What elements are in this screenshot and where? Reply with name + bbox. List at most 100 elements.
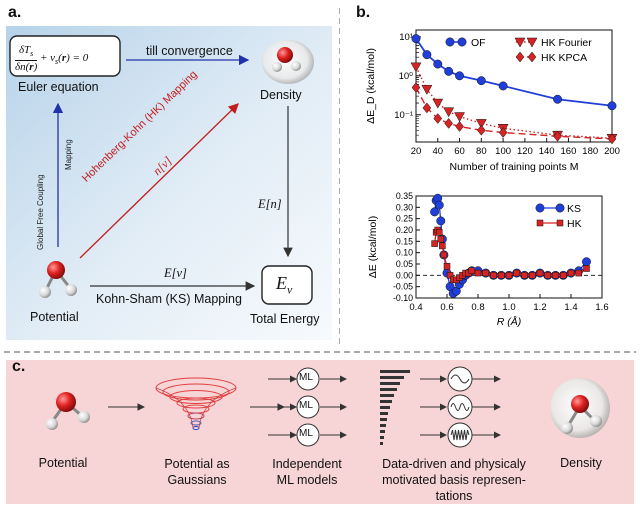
legend-marker [445, 37, 455, 47]
ml-label-1: ML [299, 372, 313, 383]
x-tick-label: 80 [476, 146, 487, 157]
plot-frame [415, 195, 603, 299]
data-point [437, 235, 445, 243]
data-point [431, 240, 438, 247]
legend-marker [515, 51, 525, 63]
data-point [560, 272, 567, 279]
euler-formula: δTs δn(r) + vs(r) = 0 [15, 44, 89, 74]
data-point [567, 269, 575, 277]
panel-a-background [6, 8, 340, 346]
data-point [433, 113, 443, 124]
ml-label-2: ML [299, 400, 313, 411]
euler-equation-label: Euler equation [18, 80, 99, 94]
data-point [440, 251, 448, 259]
y-tick-label: 10⁻¹ [394, 110, 413, 121]
legend-label: OF [471, 37, 486, 49]
data-point [455, 121, 464, 132]
data-point [582, 257, 591, 267]
data-point [444, 118, 453, 129]
x-tick-label: 1.6 [595, 302, 608, 313]
y-tick-label: 0.30 [396, 202, 413, 212]
data-point [607, 133, 617, 145]
data-point [433, 59, 443, 69]
data-point [439, 242, 446, 250]
x-tick-label: 40 [432, 146, 443, 157]
basis-bars-icon [380, 370, 410, 445]
data-point [544, 272, 551, 279]
data-point [575, 269, 582, 277]
panel-a-letter: a. [8, 4, 22, 21]
x-tick-label: 140 [539, 146, 555, 157]
y-tick-label: 0.05 [396, 259, 413, 269]
x-tick-label: 0.8 [471, 302, 484, 313]
data-point [410, 62, 422, 73]
data-point [475, 119, 487, 129]
x-tick-label: 1.0 [502, 302, 515, 313]
data-point [553, 130, 562, 142]
x-tick-label: 180 [582, 146, 598, 157]
data-point [490, 272, 497, 279]
x-tick-label: 1.2 [533, 302, 546, 313]
y-tick-label: -0.05 [393, 282, 413, 292]
data-point [430, 207, 440, 217]
x-tick-label: 160 [561, 146, 577, 157]
data-point [454, 112, 465, 123]
y-axis-label: ΔE_D (kcal/mol) [365, 48, 377, 124]
ml-label-3: ML [299, 428, 313, 439]
y-tick-label: 0.35 [396, 191, 413, 201]
x-tick-label: 60 [454, 146, 465, 157]
till-convergence-label: till convergence [146, 44, 233, 58]
data-point [422, 102, 432, 114]
vertical-text-1: Global Free Coupling [36, 174, 45, 250]
potential-molecule-icon [39, 261, 77, 298]
x-tick-label: 120 [517, 146, 533, 157]
x-axis-label: R (Å) [497, 315, 522, 328]
data-point [482, 269, 489, 277]
data-point [607, 101, 617, 111]
legend-label: KS [567, 203, 581, 215]
x-tick-label: 100 [495, 146, 511, 157]
data-point [443, 107, 455, 118]
data-point [422, 50, 432, 60]
y-axis-label: ΔE (kcal/mol) [367, 216, 379, 278]
y-tick-label: 0.25 [396, 214, 413, 224]
y-tick-label: 10⁰ [399, 71, 414, 82]
ml-models-icon [268, 367, 347, 447]
x-tick-label: 0.6 [440, 302, 453, 313]
x-tick-label: 1.4 [564, 302, 577, 313]
legend-label: HK Fourier [541, 37, 592, 49]
data-point [477, 124, 486, 136]
y-tick-label: 10¹ [399, 32, 413, 43]
data-point [536, 269, 544, 277]
data-point [521, 272, 528, 279]
data-point [513, 269, 520, 277]
x-axis-label: Number of training points M [450, 161, 579, 173]
c-step-potential: Potential [38, 456, 88, 470]
data-point [476, 76, 486, 86]
y-tick-label: 0.10 [396, 248, 413, 258]
data-point [498, 81, 508, 91]
y-tick-label: 0.20 [396, 225, 413, 235]
data-point [583, 265, 590, 272]
data-point [444, 66, 454, 76]
data-point [411, 82, 421, 93]
y-tick-label: 0.00 [396, 270, 413, 280]
legend-label: HK KPCA [541, 52, 587, 64]
ks-mapping-label: Kohn-Sham (KS) Mapping [96, 292, 242, 306]
legend-marker [555, 203, 565, 213]
data-point [434, 200, 444, 210]
panel-c [6, 360, 634, 504]
data-point [432, 98, 444, 109]
density-molecule-icon [262, 40, 314, 84]
y-tick-label: 0.15 [396, 236, 413, 246]
data-point [529, 272, 536, 279]
basis-functions-icon [420, 366, 501, 448]
x-tick-label: 20 [411, 146, 422, 157]
c-potential-molecule-icon [46, 392, 90, 430]
data-point [498, 272, 505, 279]
data-point [436, 229, 443, 236]
